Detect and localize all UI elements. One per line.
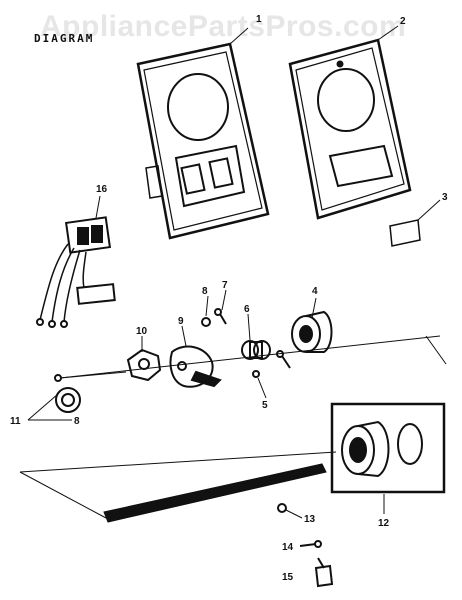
callout-15: 15 [282,572,294,583]
callout-7: 7 [222,280,228,291]
knob-assembly-part-12 [330,402,446,494]
screw-part-5 [252,350,291,378]
screw-part-14 [299,540,322,548]
callout-labels: 1 2 3 4 5 6 7 8 9 10 11 8 12 13 14 15 16 [10,14,448,583]
callout-11-8: 8 [74,416,80,427]
bushing-part-6 [241,340,271,360]
leader-lines [27,289,385,519]
control-panel-part-1 [136,27,270,240]
timer-motor-part-11 [54,374,81,413]
bracket-part-10 [126,348,162,382]
callout-16: 16 [96,184,108,195]
switch-harness-part-16 [36,195,116,328]
callout-12: 12 [378,518,390,529]
callout-5: 5 [262,400,268,411]
bracket-part-15 [314,557,334,588]
callout-13: 13 [304,514,316,525]
callout-8: 8 [202,286,208,297]
watermark: AppliancePartsPros.com [40,10,407,43]
shaft-part-13 [103,463,327,523]
overlay-panel-part-2 [288,25,412,220]
callout-4: 4 [312,286,318,297]
callout-1: 1 [256,14,262,25]
callout-10: 10 [136,326,148,337]
label-part-3 [389,199,441,247]
screw-part-7 [214,308,227,325]
knob-part-9 [169,345,222,388]
knob-part-4 [291,310,333,353]
callout-6: 6 [244,304,250,315]
diagram-label: DIAGRAM [34,32,95,45]
clip-part-8 [201,317,211,327]
callout-2: 2 [400,16,406,27]
callout-14: 14 [282,542,294,553]
assembly-lines [19,335,447,519]
callout-3: 3 [442,192,448,203]
callout-11: 11 [10,416,21,427]
callout-9: 9 [178,316,184,327]
